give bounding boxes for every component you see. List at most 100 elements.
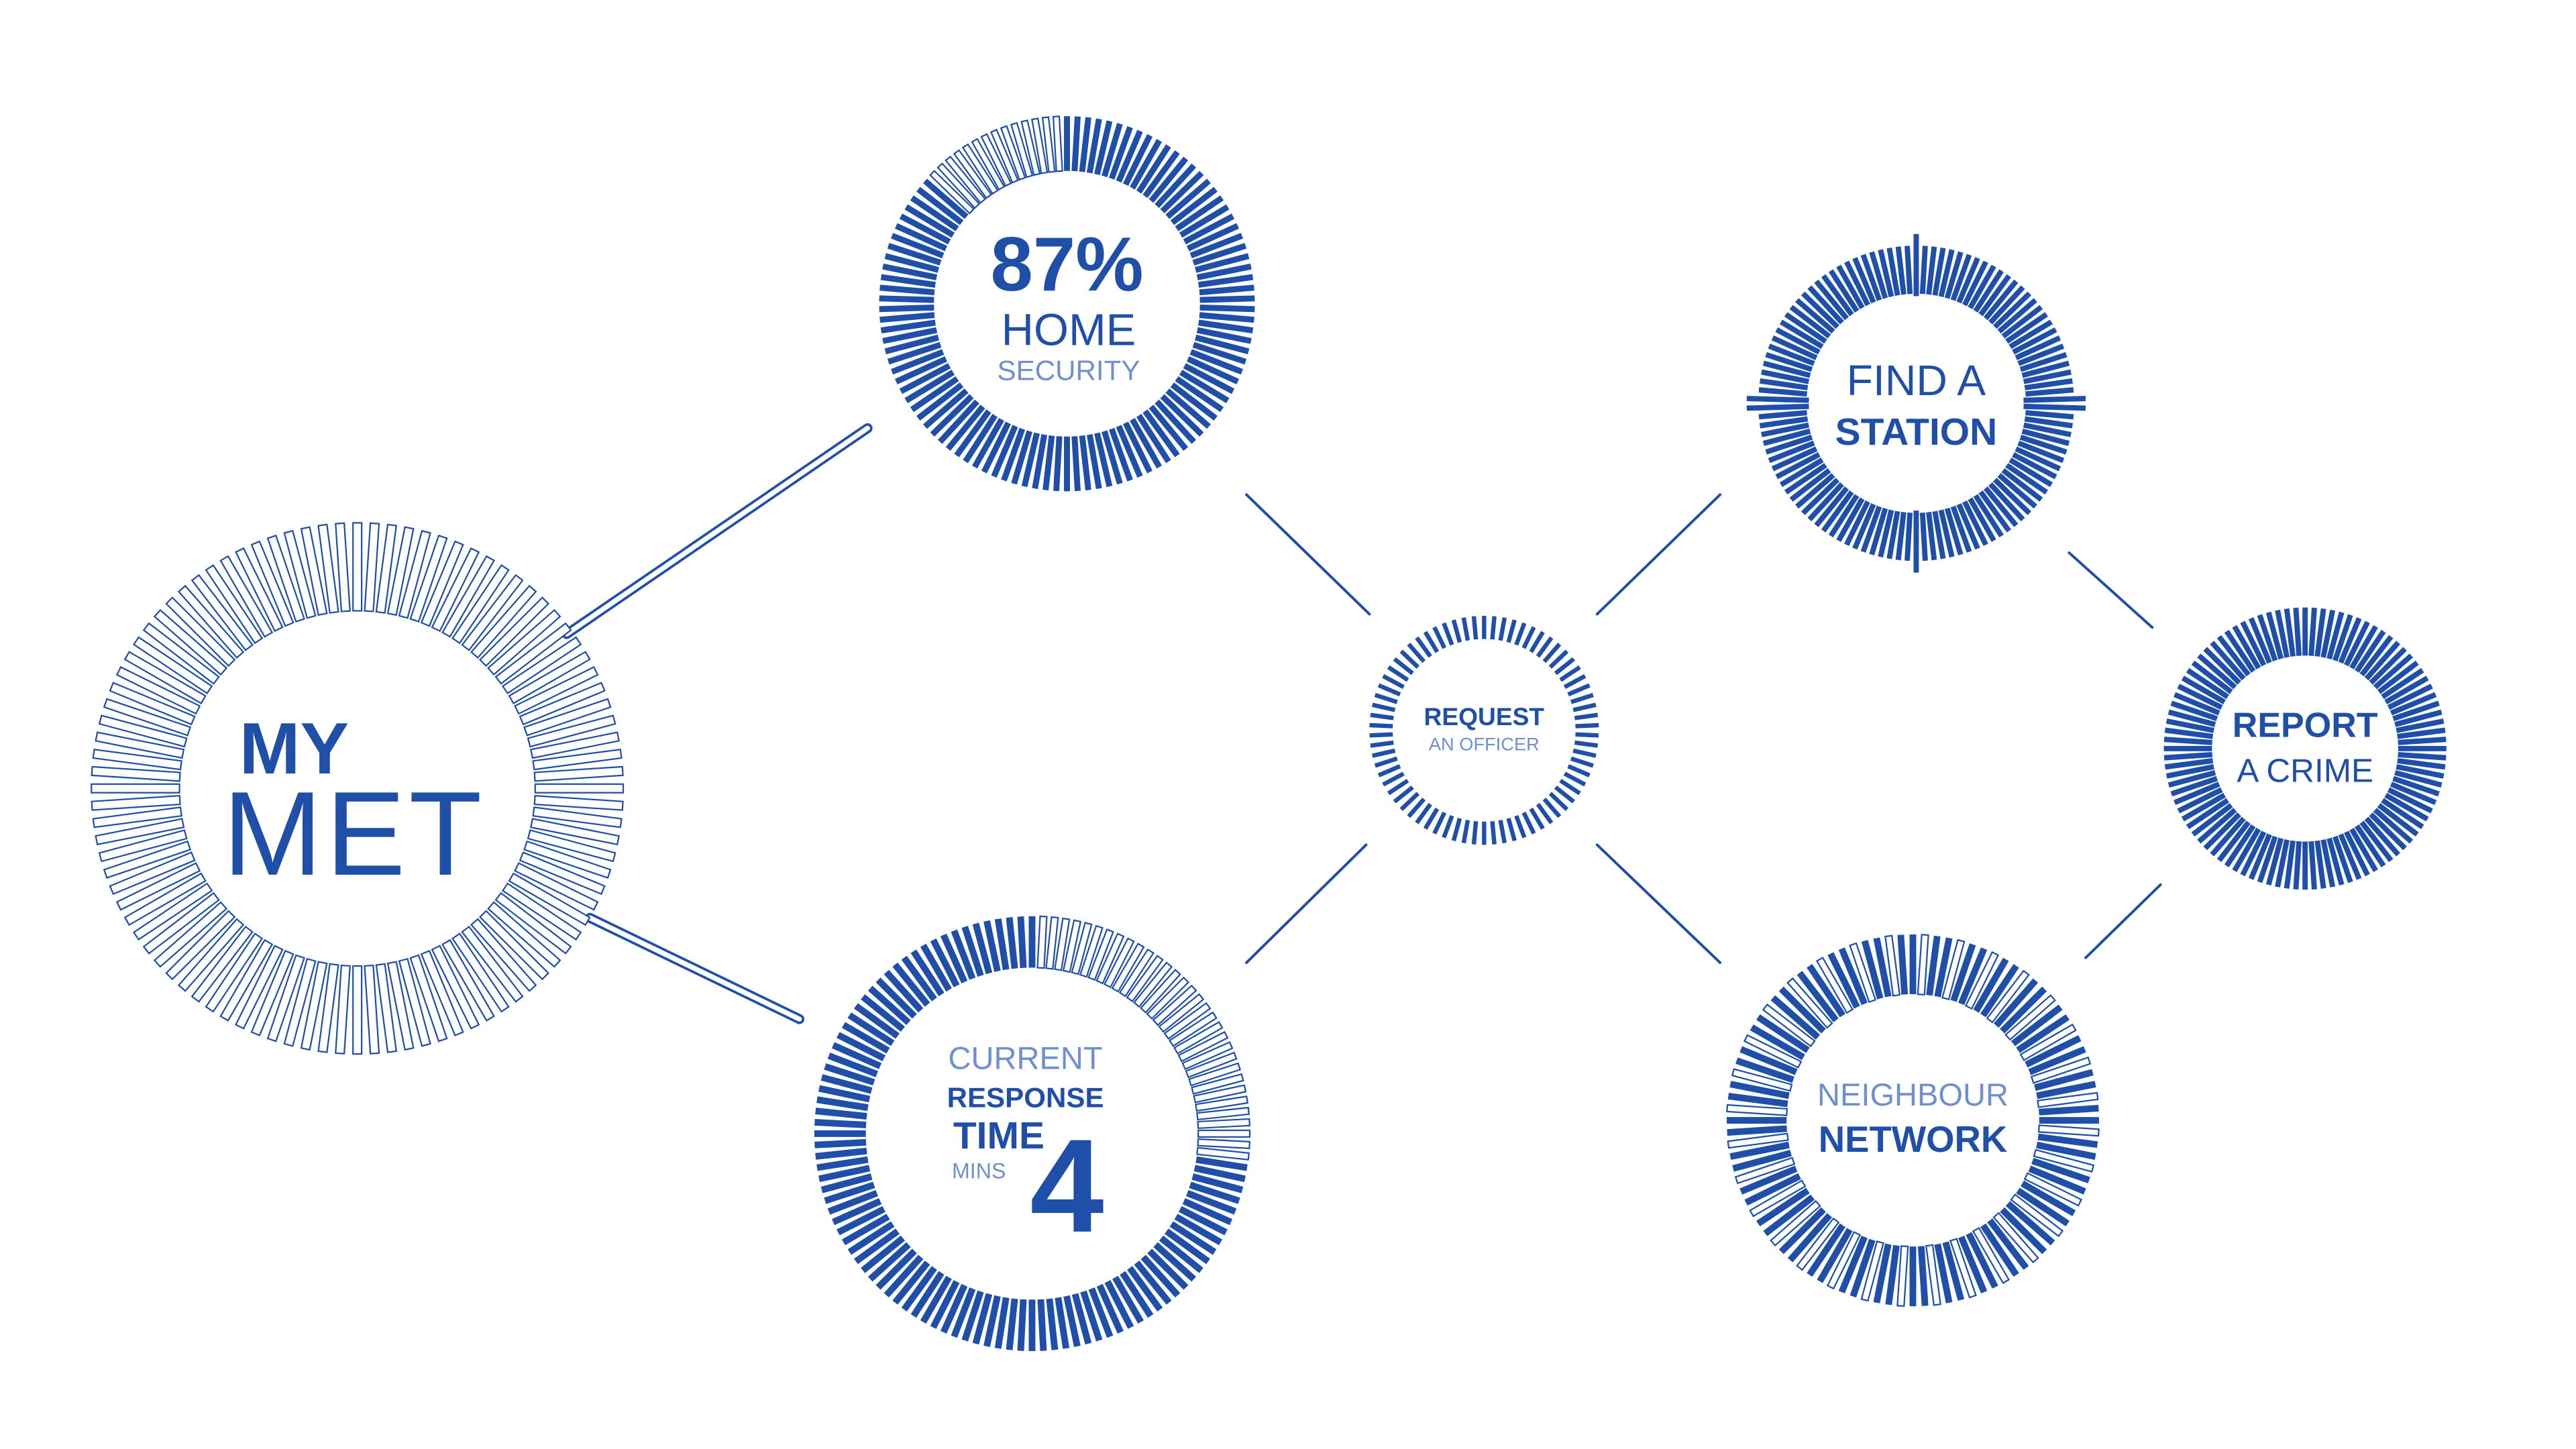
ring-station-tick [1962,500,1988,546]
ring-report-tick [2320,839,2336,888]
ring-mymet-tick [530,818,620,846]
ring-response-tick [1197,1118,1251,1130]
ring-mymet-tick [300,526,328,616]
ring-neighbour-tick [2004,994,2056,1041]
ring-home-tick [1031,117,1049,174]
ring-response-tick [1104,937,1135,989]
ring-mymet-tick [533,794,624,811]
ring-report-tick [2224,629,2256,673]
ring-station-tick [1768,440,1815,464]
ring-station-tick [1997,298,2037,334]
ring-neighbour-tick [1817,1228,1853,1283]
ring-neighbour-tick [1917,934,1929,996]
ring-response-tick [820,1173,873,1193]
ring-home-tick [930,394,974,437]
ring-home-tick [879,284,935,296]
ring-report-tick [2216,635,2251,677]
ring-request-tick [1415,802,1432,824]
ring-report-tick [2326,837,2345,886]
node-neighbour-network[interactable]: NEIGHBOUR NETWORK [1726,934,2100,1307]
ring-report-tick [2224,824,2256,867]
ring-report-tick [2338,617,2362,664]
ring-station-tick [1895,512,1907,561]
ring-response-tick [951,1287,976,1338]
ring-station-tick [1988,285,2025,325]
ring-mymet-tick [266,534,305,623]
ring-mymet-tick [501,882,582,941]
ring-home-tick [1136,144,1171,194]
ring-mymet-tick [420,540,464,627]
ring-request-tick [1387,665,1409,682]
ring-response-tick [824,1181,875,1204]
ring-report-tick [2369,812,2407,851]
ring-home-tick [1079,117,1091,172]
ring-response-tick [1071,922,1093,975]
ring-report-tick [2398,745,2447,751]
ring-report-tick [2308,607,2317,656]
ring-report-tick [2387,684,2433,710]
ring-response-tick [972,1293,993,1345]
ring-neighbour-tick [1731,1068,1793,1092]
ring-station-tick [1801,478,1839,515]
ring-request-tick [1567,683,1591,697]
report-crime-label-line1: REPORT [2233,706,2378,745]
ring-request-tick [1442,814,1454,839]
ring-neighbour-tick [1964,951,2000,1010]
ring-home-tick [916,382,964,421]
ring-report-tick [2165,764,2214,779]
ring-home-tick [1094,432,1113,488]
ring-request-tick [1542,642,1562,663]
ring-station-tick [2005,312,2048,344]
node-response-time[interactable]: CURRENT RESPONSE TIME MINS 4 [814,915,1251,1352]
ring-neighbour-tick [1942,1241,1965,1301]
ring-response-tick [1017,1299,1027,1351]
ring-station-tick [1860,505,1882,553]
ring-request-tick [1382,674,1405,690]
ring-home-tick [1102,430,1123,485]
home-security-ring [879,115,1255,492]
ring-neighbour-tick [1743,1034,1803,1069]
ring-home-tick [945,405,985,451]
ring-neighbour-tick [1735,1057,1794,1083]
ring-station-tick [1992,291,2032,329]
ring-mymet-tick [153,608,228,676]
ring-neighbour-tick [1861,940,1884,1000]
ring-response-tick [1088,1287,1114,1338]
ring-response-tick [824,1063,875,1086]
ring-request-tick [1461,617,1470,641]
ring-neighbour-tick [2000,1207,2047,1254]
ring-home-tick [1192,243,1247,266]
ring-neighbour-tick [1957,947,1988,1006]
ring-station-tick [1765,352,1813,372]
ring-neighbour-tick [1897,934,1909,995]
ring-home-tick [880,319,936,333]
ring-neighbour-tick [1966,1232,1998,1289]
response-time-label-line1: CURRENT [949,1040,1103,1075]
connector-response-request [1245,843,1368,965]
ring-station-tick [1771,446,1818,472]
node-request-officer[interactable]: REQUEST AN OFFICER [1369,615,1599,845]
node-find-station[interactable]: FIND A STATION [1746,233,2086,573]
report-crime-label-line2: A CRIME [2237,752,2373,789]
ring-mymet-tick [335,522,351,612]
ring-home-tick [971,138,1006,191]
ring-home-tick [1053,436,1063,492]
ring-station-tick [1938,249,1955,298]
ring-neighbour-tick [1884,934,1901,997]
ring-station-tick [2023,396,2086,403]
ring-report-tick [2186,798,2230,830]
ring-station-tick [2001,305,2043,339]
node-home-security[interactable]: 87% HOME SECURITY [879,115,1255,492]
node-report-crime[interactable]: REPORT A CRIME [2163,607,2447,890]
ring-request-tick [1399,649,1420,669]
ring-request-tick [1461,819,1470,844]
node-my-met[interactable]: MY MET [91,522,625,1055]
ring-station-tick [1869,251,1888,299]
ring-station-tick [1950,254,1972,301]
ring-response-tick [1197,1138,1251,1149]
ring-station-tick [1761,422,1809,437]
ring-response-tick [1191,1073,1244,1095]
ring-response-tick [994,1297,1010,1349]
ring-home-tick [891,349,945,375]
ring-response-tick [1126,955,1164,1003]
